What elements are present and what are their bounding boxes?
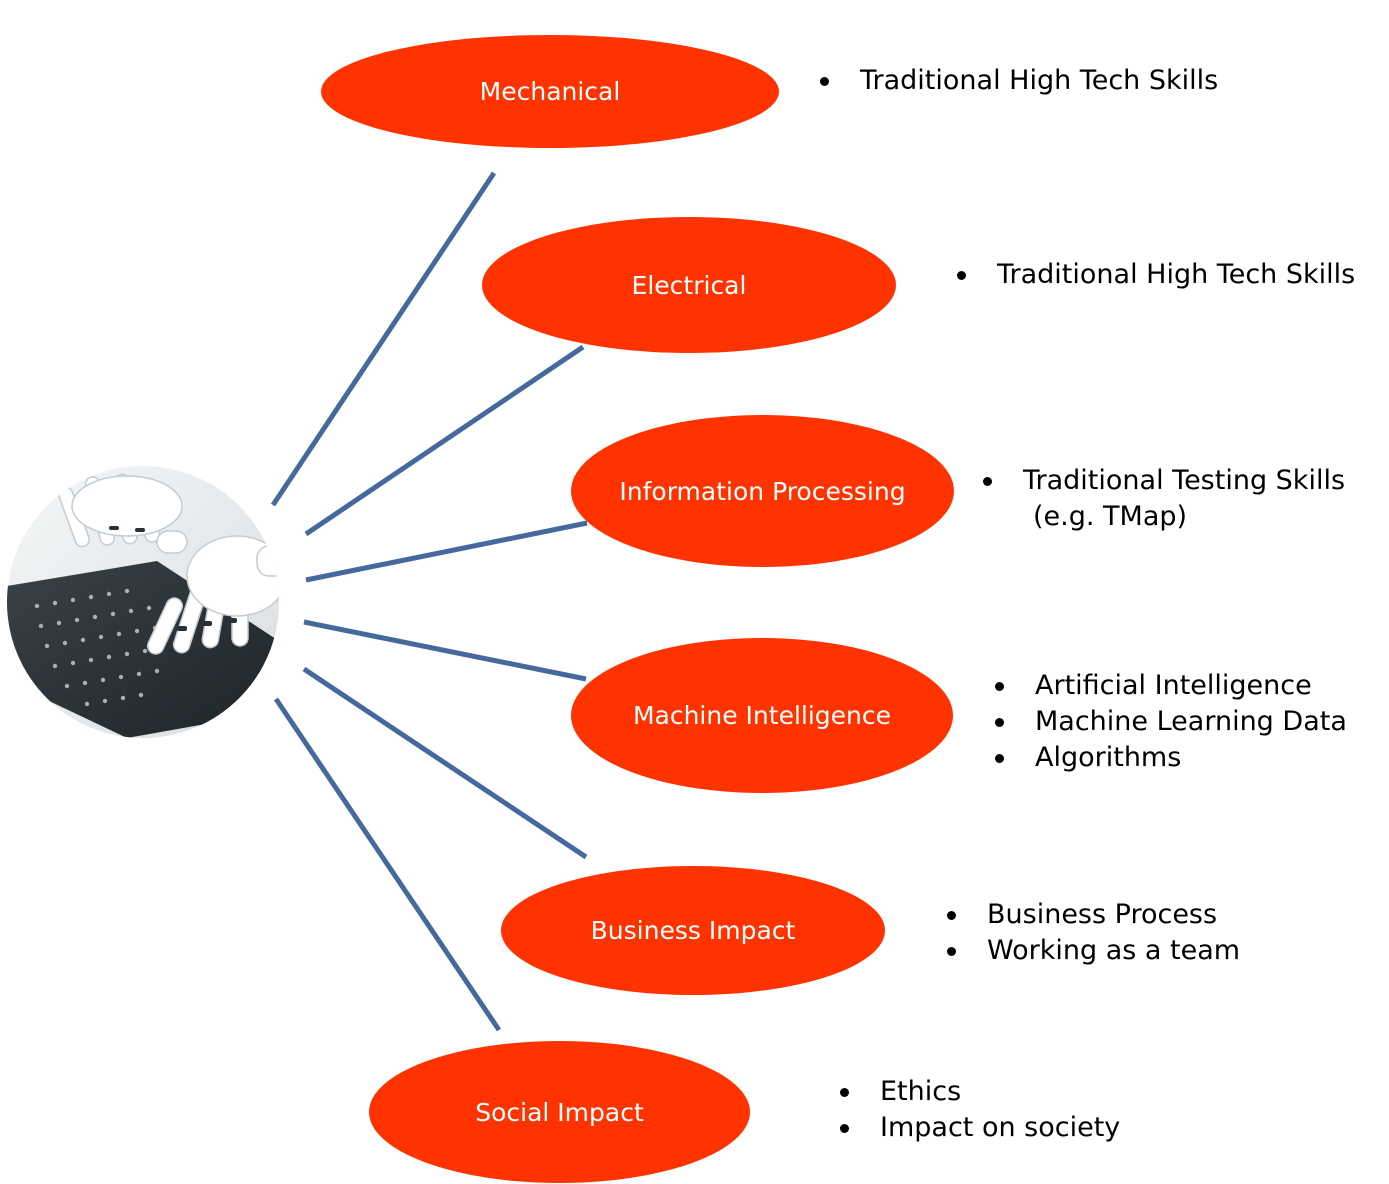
- node-label: Information Processing: [619, 476, 906, 506]
- connector-social-impact: [273, 697, 502, 1032]
- connector-mechanical: [270, 171, 497, 507]
- bullet-continuation: (e.g. TMap): [1033, 501, 1188, 532]
- node-label: Machine Intelligence: [632, 701, 892, 730]
- node-label: Electrical: [631, 270, 747, 300]
- node-business-impact: Business Impact: [501, 866, 885, 995]
- bullet-item: Business Process: [939, 897, 1240, 933]
- connector-machine-intelligence: [303, 619, 587, 682]
- bullet-item: Traditional Testing Skills(e.g. TMap): [975, 463, 1345, 535]
- bullet-list-mechanical: Traditional High Tech Skills: [812, 63, 1218, 99]
- node-label: Business Impact: [590, 916, 796, 945]
- node-machine-intelligence: Machine Intelligence: [571, 638, 953, 793]
- hub-robot-image: [7, 466, 279, 738]
- connector-information-processing: [305, 520, 588, 583]
- bullet-item: Machine Learning Data: [987, 704, 1347, 740]
- bullet-item: Ethics: [832, 1074, 1120, 1110]
- node-electrical: Electrical: [482, 217, 896, 353]
- bullet-item: Traditional High Tech Skills: [812, 63, 1218, 99]
- connector-electrical: [304, 344, 585, 537]
- bullet-list-information-processing: Traditional Testing Skills(e.g. TMap): [975, 463, 1345, 535]
- bullet-item: Working as a team: [939, 933, 1240, 969]
- node-label: Mechanical: [479, 77, 621, 106]
- bullet-item: Artificial Intelligence: [987, 668, 1347, 704]
- robot-hands-typing-icon: [7, 466, 279, 738]
- node-information-processing: Information Processing: [571, 415, 954, 567]
- node-mechanical: Mechanical: [321, 35, 779, 148]
- node-social-impact: Social Impact: [369, 1041, 750, 1183]
- bullet-item: Traditional High Tech Skills: [949, 257, 1355, 293]
- connector-business-impact: [302, 666, 588, 860]
- bullet-item: Impact on society: [832, 1110, 1120, 1146]
- bullet-item: Algorithms: [987, 740, 1347, 776]
- bullet-list-social-impact: Ethics Impact on society: [832, 1074, 1120, 1146]
- bullet-list-electrical: Traditional High Tech Skills: [949, 257, 1355, 293]
- bullet-list-business-impact: Business Process Working as a team: [939, 897, 1240, 969]
- bullet-list-machine-intelligence: Artificial Intelligence Machine Learning…: [987, 668, 1347, 776]
- node-label: Social Impact: [475, 1097, 644, 1127]
